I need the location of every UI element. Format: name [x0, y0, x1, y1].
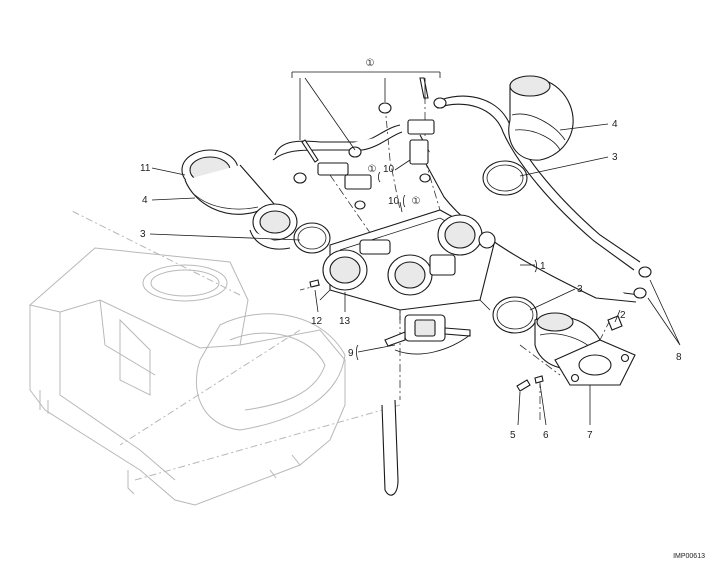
intake-boot-right — [508, 75, 574, 161]
group-marker-a: ① — [368, 164, 377, 175]
callout-labels: ① ① ① 11 4 3 4 3 10 10 1 3 2 8 12 13 9 5… — [140, 58, 705, 560]
callout-10-upper: 10 — [383, 164, 395, 175]
solenoid-valve — [384, 314, 471, 355]
ghost-airbox — [28, 209, 401, 506]
callout-7: 7 — [587, 430, 593, 441]
hose-fittings — [293, 77, 652, 299]
screws — [309, 279, 544, 392]
callout-11: 11 — [140, 163, 151, 174]
callout-6: 6 — [543, 430, 549, 441]
throttle-body — [319, 209, 496, 320]
leader-lines — [149, 71, 681, 426]
intake-boot-left — [181, 149, 298, 250]
intake-manifold — [534, 312, 636, 386]
callout-13: 13 — [339, 316, 351, 327]
callout-10-lower: 10 — [388, 196, 400, 207]
callout-3-right: 3 — [612, 152, 618, 163]
callout-3-lower: 3 — [577, 284, 583, 295]
callout-12: 12 — [311, 316, 323, 327]
reference-code: IMP00613 — [673, 553, 705, 560]
callout-1: 1 — [540, 261, 546, 272]
hose-clamps — [293, 160, 538, 334]
callout-8: 8 — [676, 352, 682, 363]
callout-9: 9 — [348, 348, 354, 359]
group-marker-top: ① — [366, 58, 375, 69]
group-marker-b: ① — [412, 196, 421, 207]
callout-4-left: 4 — [142, 195, 148, 206]
callout-2: 2 — [620, 310, 626, 321]
callout-4-right: 4 — [612, 119, 618, 130]
callout-5: 5 — [510, 430, 516, 441]
callout-3-left: 3 — [140, 229, 146, 240]
